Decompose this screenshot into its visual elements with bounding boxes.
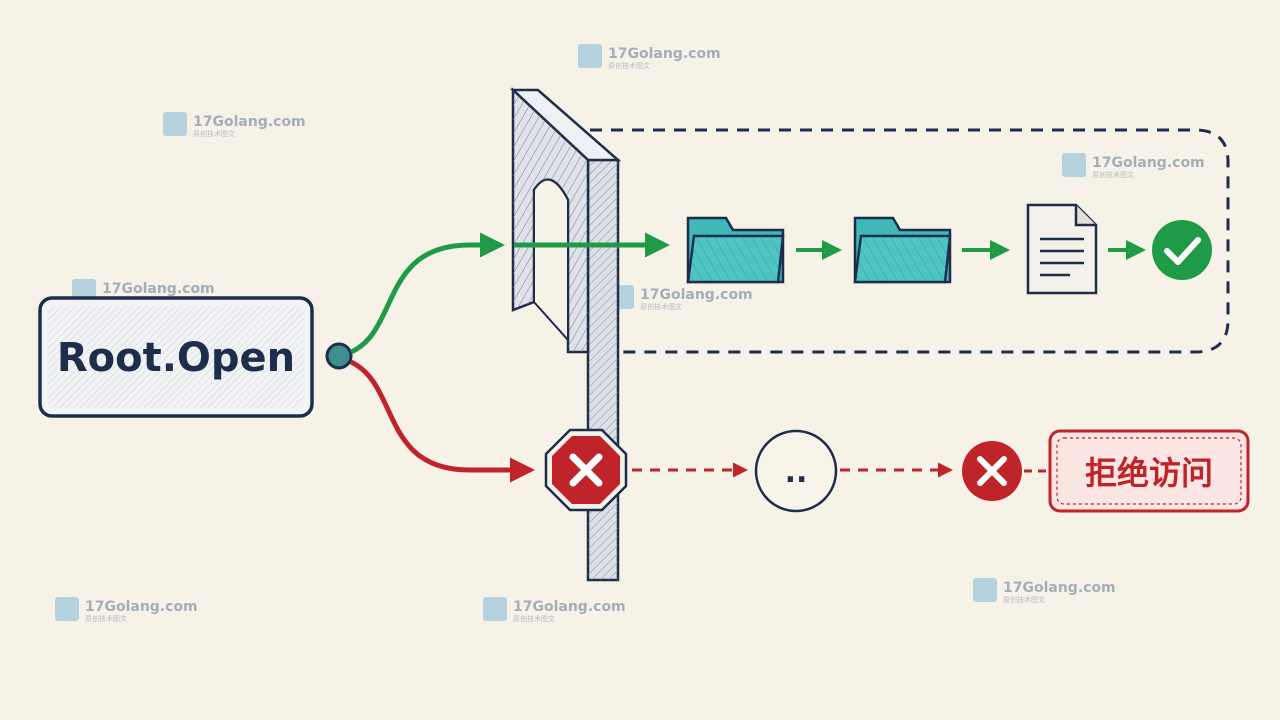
check-circle-icon	[1152, 220, 1212, 280]
root-boundary-dashed	[590, 128, 1230, 354]
pending-dots-text: ..	[785, 455, 808, 490]
root-open-label: Root.Open	[57, 335, 295, 381]
watermark-text: 17Golang.com	[513, 599, 626, 615]
watermark-subtext: 原创技术图文	[640, 302, 682, 311]
arch-gate	[509, 87, 622, 354]
allowed-path-curve	[349, 232, 505, 355]
junction-node	[325, 342, 353, 370]
watermark-text: 17Golang.com	[1003, 580, 1116, 596]
folder-icon	[686, 216, 785, 284]
folder-icon	[853, 216, 952, 284]
tool-badge-icon	[483, 597, 507, 621]
root-open-node: Root.Open	[38, 296, 314, 418]
tool-badge-icon	[163, 112, 187, 136]
error-circle-icon	[962, 441, 1022, 501]
tool-badge-icon	[1062, 153, 1086, 177]
denied-path-curve	[349, 359, 535, 483]
file-document-icon	[1026, 203, 1098, 295]
boundary-wall	[586, 158, 620, 582]
watermark-text: 17Golang.com	[640, 287, 753, 303]
watermark-text: 17Golang.com	[102, 281, 215, 297]
watermark-subtext: 原创技术图文	[1092, 170, 1134, 179]
watermark-subtext: 原创技术图文	[513, 614, 555, 623]
watermark-text: 17Golang.com	[193, 114, 306, 130]
tool-badge-icon	[973, 578, 997, 602]
access-denied-label: 拒绝访问	[1085, 454, 1213, 492]
watermark-text: 17Golang.com	[85, 599, 198, 615]
tool-badge-icon	[578, 44, 602, 68]
watermark-subtext: 原创技术图文	[608, 61, 650, 70]
watermark-subtext: 原创技术图文	[1003, 595, 1045, 604]
access-denied-node: 拒绝访问	[1048, 429, 1250, 513]
watermark-text: 17Golang.com	[608, 46, 721, 62]
stop-sign-icon	[544, 428, 628, 512]
pending-circle: ..	[754, 429, 838, 513]
watermark-subtext: 原创技术图文	[85, 614, 127, 623]
watermark-text: 17Golang.com	[1092, 155, 1205, 171]
watermark-subtext: 原创技术图文	[193, 129, 235, 138]
tool-badge-icon	[55, 597, 79, 621]
